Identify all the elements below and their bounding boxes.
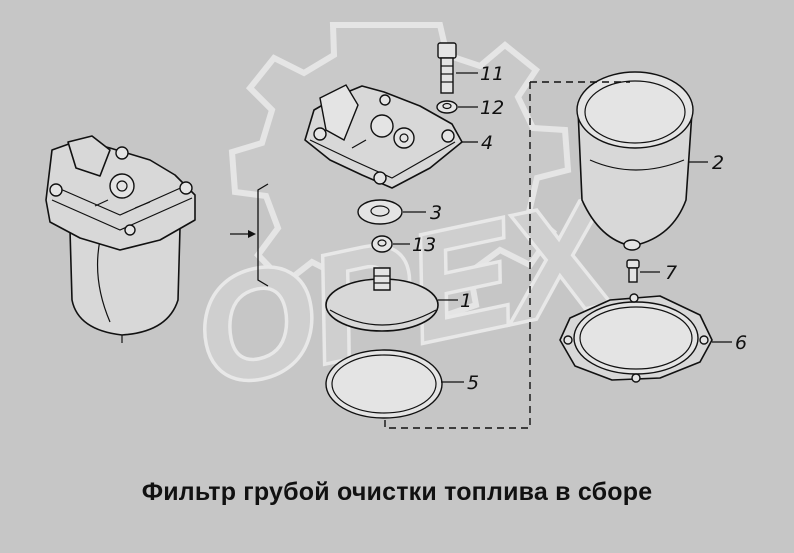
bowl-part-2 [576, 71, 694, 251]
callout-3: 3 [430, 202, 442, 224]
callout-11: 11 [480, 63, 504, 85]
callout-7: 7 [665, 262, 677, 284]
callout-1: 1 [460, 290, 472, 312]
diagram-title: Фильтр грубой очистки топлива в сборе [141, 478, 653, 506]
seal-part-3 [357, 199, 403, 225]
callout-6: 6 [735, 332, 747, 354]
callout-2: 2 [712, 152, 724, 174]
bolt-part-11 [437, 42, 457, 94]
callout-5: 5 [467, 372, 479, 394]
leader-lines [393, 72, 732, 383]
dashed-group-line [384, 81, 630, 429]
callout-12: 12 [480, 97, 504, 119]
callout-4: 4 [481, 132, 493, 154]
callout-13: 13 [412, 234, 436, 256]
drain-screw-part-7 [626, 259, 640, 283]
gasket-ring-part-5 [325, 349, 443, 419]
washer-part-12 [436, 100, 458, 114]
clamp-ring-part-6 [559, 293, 713, 383]
filter-element-part-1 [325, 267, 439, 332]
nut-part-13 [371, 235, 393, 253]
assembled-filter [45, 135, 196, 343]
cover-part-4 [304, 84, 463, 189]
group-bracket [257, 183, 269, 287]
